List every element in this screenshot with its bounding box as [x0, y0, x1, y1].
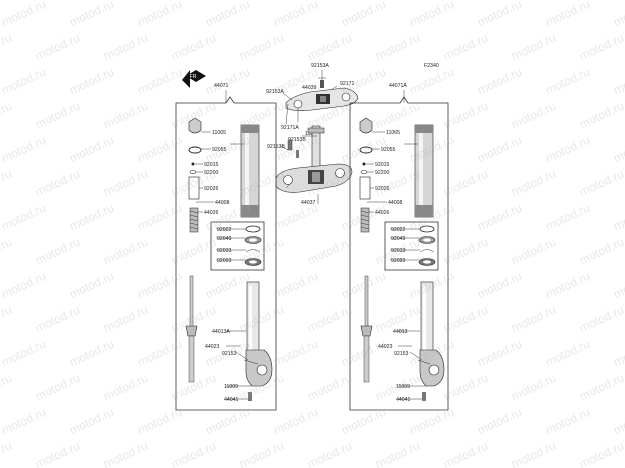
left-label-10: 92093 [217, 258, 232, 264]
left-label-13: 92153 [222, 351, 237, 357]
clamp-label-4: 92171A [281, 125, 299, 131]
right-fork-group: 44071A [349, 83, 449, 411]
left-damper-rod [185, 275, 198, 383]
right-label-13: 92153 [394, 351, 409, 357]
right-label-7: 92022 [391, 227, 406, 233]
right-label-14: 11009 [396, 384, 410, 390]
clamp-label-1: 92171 [340, 81, 355, 87]
left-label-1: 92055 [212, 147, 227, 153]
right-label-4: 92026 [375, 186, 390, 192]
right-label-11: 44013 [393, 329, 408, 335]
left-label-9: 92033 [217, 248, 232, 254]
right-assembly-label: 44071A [389, 83, 407, 89]
right-label-2: 92015 [375, 162, 390, 168]
left-label-0: 11065 [212, 130, 226, 136]
steering-clamp-group: 92153A 92171 44039 92153A 92171A 11054 9… [266, 63, 359, 206]
right-label-9: 92033 [391, 248, 406, 254]
right-label-3: 92200 [375, 170, 390, 176]
right-label-1: 92055 [381, 147, 396, 153]
right-upper-tube [414, 124, 434, 218]
left-upper-tube [240, 124, 260, 218]
left-label-11: 44013A [212, 329, 230, 335]
left-label-14: 11009 [224, 384, 238, 390]
right-label-15: 44041 [396, 397, 411, 403]
right-fork-spring [360, 207, 370, 233]
right-label-6: 44026 [375, 210, 390, 216]
front-arrow-icon: FR [182, 70, 206, 88]
right-damper-rod [360, 275, 373, 383]
diagram-code: F2340 [424, 63, 439, 69]
right-label-12: 44023 [378, 344, 393, 350]
left-assembly-label: 44071 [214, 83, 229, 89]
left-label-5: 44008 [215, 200, 230, 206]
left-label-6: 44026 [204, 210, 219, 216]
left-label-3: 92200 [204, 170, 219, 176]
left-label-2: 92015 [204, 162, 219, 168]
right-label-10: 92093 [391, 258, 406, 264]
left-label-15: 44041 [224, 397, 239, 403]
left-label-8: 92049 [217, 236, 232, 242]
clamp-label-6: 92153B [288, 137, 306, 143]
clamp-label-2: 44039 [302, 85, 317, 91]
right-label-5: 44008 [388, 200, 403, 206]
left-fork-spring [189, 207, 199, 233]
left-label-12: 44023 [205, 344, 220, 350]
right-label-8: 92049 [391, 236, 406, 242]
svg-text:FR: FR [190, 74, 197, 80]
clamp-label-9: 44037 [301, 200, 316, 206]
left-label-7: 92022 [217, 227, 232, 233]
left-fork-group: 44071 [175, 83, 277, 411]
clamp-label-0: 92153A [311, 63, 329, 69]
right-label-0: 11065 [386, 130, 400, 136]
clamp-label-3: 92153A [266, 89, 284, 95]
left-label-4: 92026 [204, 186, 219, 192]
